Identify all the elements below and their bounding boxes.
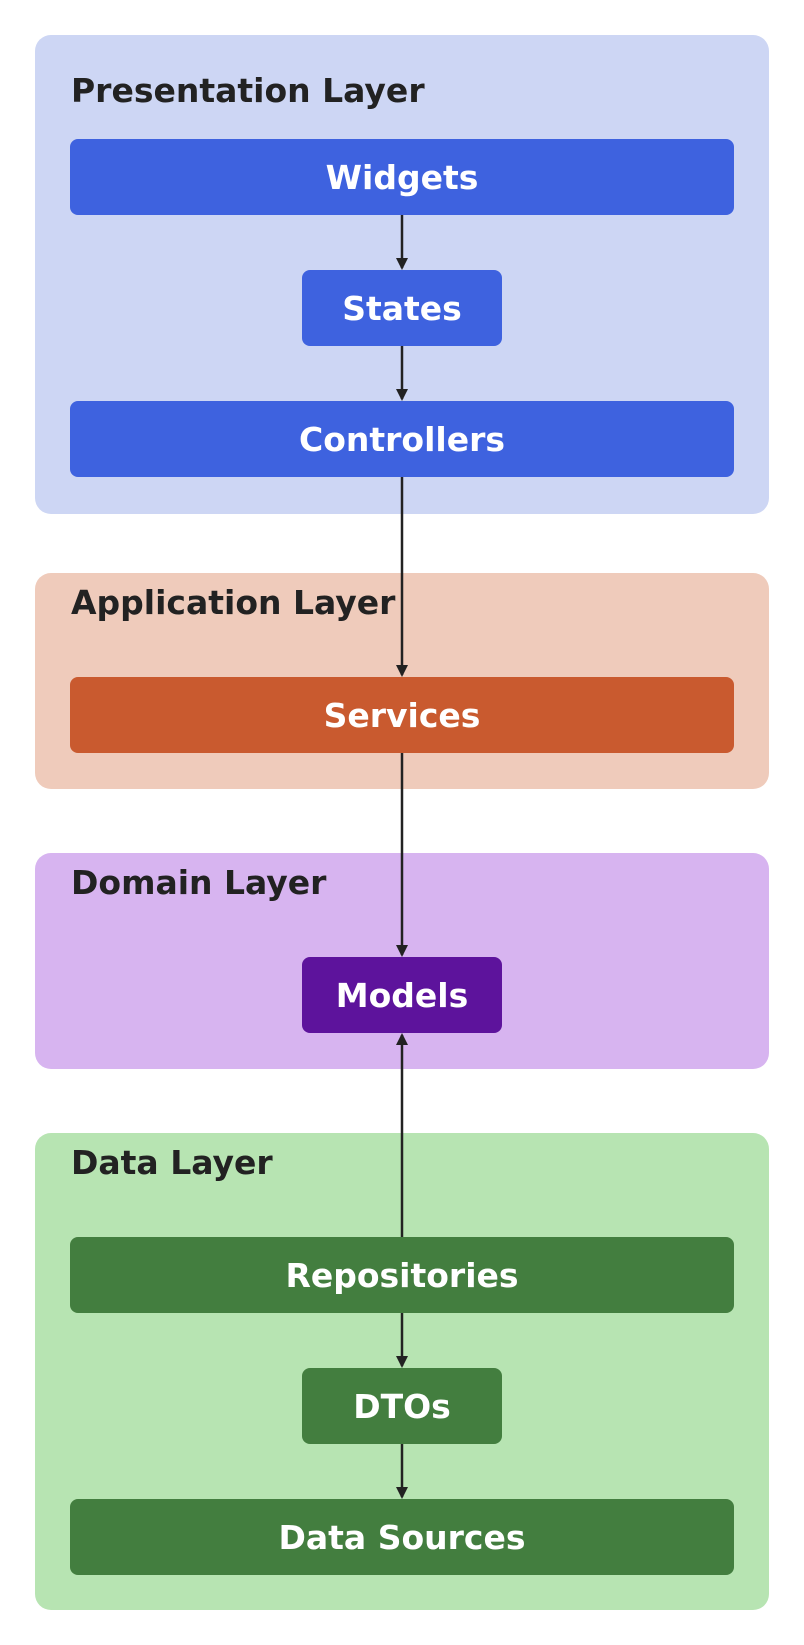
dtos-node: DTOs	[302, 1368, 502, 1444]
widgets-node: Widgets	[70, 139, 734, 215]
repositories-node: Repositories	[70, 1237, 734, 1313]
states-node: States	[302, 270, 502, 346]
models-node: Models	[302, 957, 502, 1033]
data-sources-node: Data Sources	[70, 1499, 734, 1575]
domain-layer-title: Domain Layer	[71, 863, 327, 902]
application-layer-title: Application Layer	[71, 583, 396, 622]
controllers-node: Controllers	[70, 401, 734, 477]
data-layer-title: Data Layer	[71, 1143, 273, 1182]
presentation-layer-title: Presentation Layer	[71, 71, 425, 110]
services-node: Services	[70, 677, 734, 753]
